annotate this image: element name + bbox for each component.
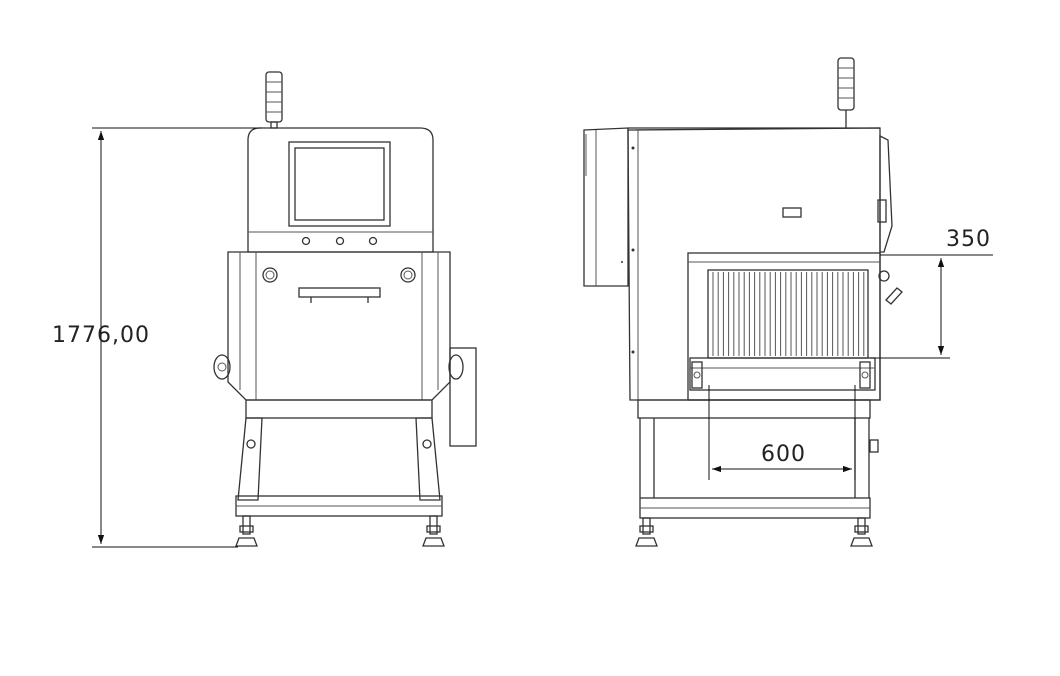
side-knob	[213, 354, 231, 380]
stand-side	[635, 399, 879, 547]
height-dimension-label: 1776,00	[52, 323, 150, 348]
tunnel	[687, 252, 903, 401]
side-cabinet	[583, 127, 629, 287]
tunnel-height-dimension	[870, 254, 993, 359]
control-button	[301, 236, 311, 246]
upper-cabinet-front	[247, 127, 434, 253]
main-body-front	[213, 251, 477, 447]
signal-tower-side	[837, 57, 855, 128]
conveyor-latch	[878, 270, 903, 305]
signal-tower-front	[265, 71, 283, 129]
foot	[850, 517, 873, 547]
height-dimension	[92, 127, 262, 548]
tunnel-width-dimension	[708, 385, 856, 480]
tunnel-width-label: 600	[761, 442, 806, 467]
control-button	[335, 236, 345, 246]
touch-screen	[288, 141, 391, 227]
main-housing-side	[627, 127, 893, 401]
foot	[235, 515, 258, 547]
lead-curtain	[712, 272, 865, 356]
tunnel-height-label: 350	[946, 227, 991, 252]
stand-front	[235, 399, 445, 547]
control-button	[368, 236, 378, 246]
foot	[422, 515, 445, 547]
foot	[635, 517, 658, 547]
side-box	[448, 347, 477, 447]
front-view	[92, 71, 477, 548]
door-handle	[298, 287, 381, 303]
side-view	[583, 57, 993, 547]
